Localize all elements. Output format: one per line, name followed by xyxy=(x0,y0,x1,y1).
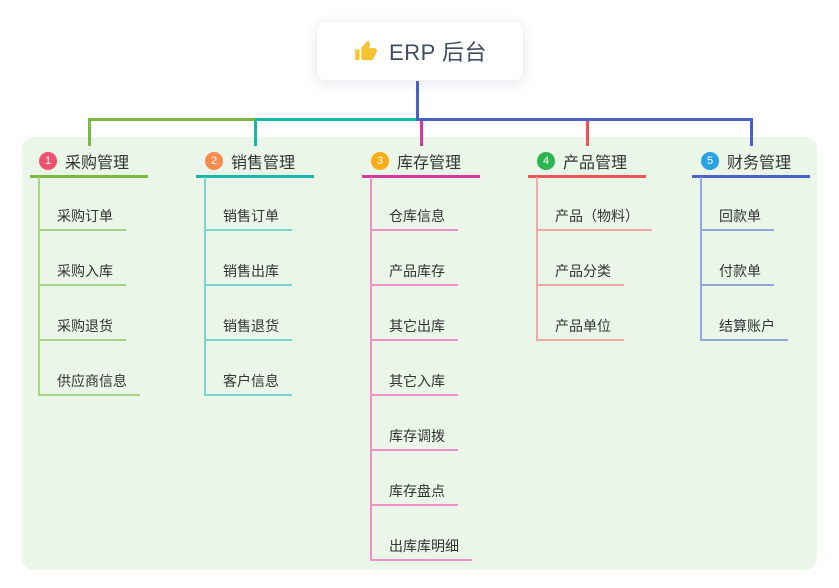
branch-number-badge: 1 xyxy=(39,152,57,170)
leaf-node[interactable]: 供应商信息 xyxy=(38,368,140,396)
branch-number-badge: 4 xyxy=(537,152,555,170)
branch-bus-line xyxy=(255,118,416,121)
branch-number-badge: 5 xyxy=(701,152,719,170)
leaf-node-label: 采购退货 xyxy=(57,318,113,334)
leaf-node[interactable]: 其它入库 xyxy=(370,368,458,396)
branch-node-product[interactable]: 4 产品管理 xyxy=(528,147,646,178)
leaf-node[interactable]: 库存盘点 xyxy=(370,478,458,506)
leaf-node-label: 出库库明细 xyxy=(389,538,459,554)
branch-node-label: 销售管理 xyxy=(231,155,296,172)
leaf-node-label: 销售退货 xyxy=(223,318,279,334)
leaf-node[interactable]: 销售出库 xyxy=(204,258,292,286)
branch-trunk-line xyxy=(700,177,702,341)
branch-bus-line xyxy=(88,118,255,121)
branch-node-label: 库存管理 xyxy=(397,155,462,172)
leaf-node[interactable]: 库存调拨 xyxy=(370,423,458,451)
branch-node-finance[interactable]: 5 财务管理 xyxy=(692,147,810,178)
branch-drop-line xyxy=(88,118,91,146)
leaf-node-label: 产品单位 xyxy=(555,318,611,334)
root-node-label: ERP 后台 xyxy=(389,40,487,65)
branch-node-purchase[interactable]: 1 采购管理 xyxy=(30,147,148,178)
leaf-node-label: 供应商信息 xyxy=(57,373,127,389)
branch-number-badge: 2 xyxy=(205,152,223,170)
branch-drop-line xyxy=(254,118,257,146)
leaf-node-label: 回款单 xyxy=(719,208,761,224)
branch-trunk-line xyxy=(370,177,372,561)
leaf-node[interactable]: 销售订单 xyxy=(204,203,292,231)
leaf-node[interactable]: 结算账户 xyxy=(700,313,788,341)
leaf-node[interactable]: 产品库存 xyxy=(370,258,458,286)
leaf-node-label: 库存调拨 xyxy=(389,428,445,444)
branch-node-label: 采购管理 xyxy=(65,155,130,172)
leaf-node-label: 其它出库 xyxy=(389,318,445,334)
leaf-node[interactable]: 产品分类 xyxy=(536,258,624,286)
branch-node-label: 财务管理 xyxy=(727,155,792,172)
leaf-node[interactable]: 其它出库 xyxy=(370,313,458,341)
branch-drop-line xyxy=(750,118,753,146)
leaf-node[interactable]: 采购退货 xyxy=(38,313,126,341)
leaf-node-label: 仓库信息 xyxy=(389,208,445,224)
leaf-node[interactable]: 付款单 xyxy=(700,258,774,286)
leaf-node-label: 结算账户 xyxy=(719,318,775,334)
leaf-node-label: 其它入库 xyxy=(389,373,445,389)
leaf-node-label: 采购订单 xyxy=(57,208,113,224)
leaf-node-label: 采购入库 xyxy=(57,263,113,279)
leaf-node-label: 库存盘点 xyxy=(389,483,445,499)
leaf-node[interactable]: 产品（物料） xyxy=(536,203,652,231)
leaf-node[interactable]: 采购入库 xyxy=(38,258,126,286)
mindmap-panel xyxy=(22,137,817,570)
root-node[interactable]: ERP 后台 xyxy=(316,21,524,81)
branch-trunk-line xyxy=(204,177,206,396)
thumbs-up-icon xyxy=(353,38,379,64)
leaf-node[interactable]: 产品单位 xyxy=(536,313,624,341)
branch-drop-line xyxy=(586,118,589,146)
leaf-node[interactable]: 客户信息 xyxy=(204,368,292,396)
leaf-node-label: 产品库存 xyxy=(389,263,445,279)
root-connector-line xyxy=(416,81,419,118)
branch-node-inventory[interactable]: 3 库存管理 xyxy=(362,147,480,178)
leaf-node[interactable]: 出库库明细 xyxy=(370,533,472,561)
leaf-node-label: 销售订单 xyxy=(223,208,279,224)
leaf-node-label: 产品（物料） xyxy=(555,208,639,224)
branch-trunk-line xyxy=(536,177,538,341)
branch-bus-line xyxy=(416,118,753,121)
leaf-node-label: 客户信息 xyxy=(223,373,279,389)
branch-trunk-line xyxy=(38,177,40,396)
leaf-node-label: 销售出库 xyxy=(223,263,279,279)
leaf-node[interactable]: 销售退货 xyxy=(204,313,292,341)
branch-number-badge: 3 xyxy=(371,152,389,170)
leaf-node-label: 产品分类 xyxy=(555,263,611,279)
branch-node-label: 产品管理 xyxy=(563,155,628,172)
leaf-node[interactable]: 仓库信息 xyxy=(370,203,458,231)
leaf-node[interactable]: 采购订单 xyxy=(38,203,126,231)
branch-drop-line xyxy=(420,118,423,146)
leaf-node-label: 付款单 xyxy=(719,263,761,279)
leaf-node[interactable]: 回款单 xyxy=(700,203,774,231)
branch-node-sales[interactable]: 2 销售管理 xyxy=(196,147,314,178)
